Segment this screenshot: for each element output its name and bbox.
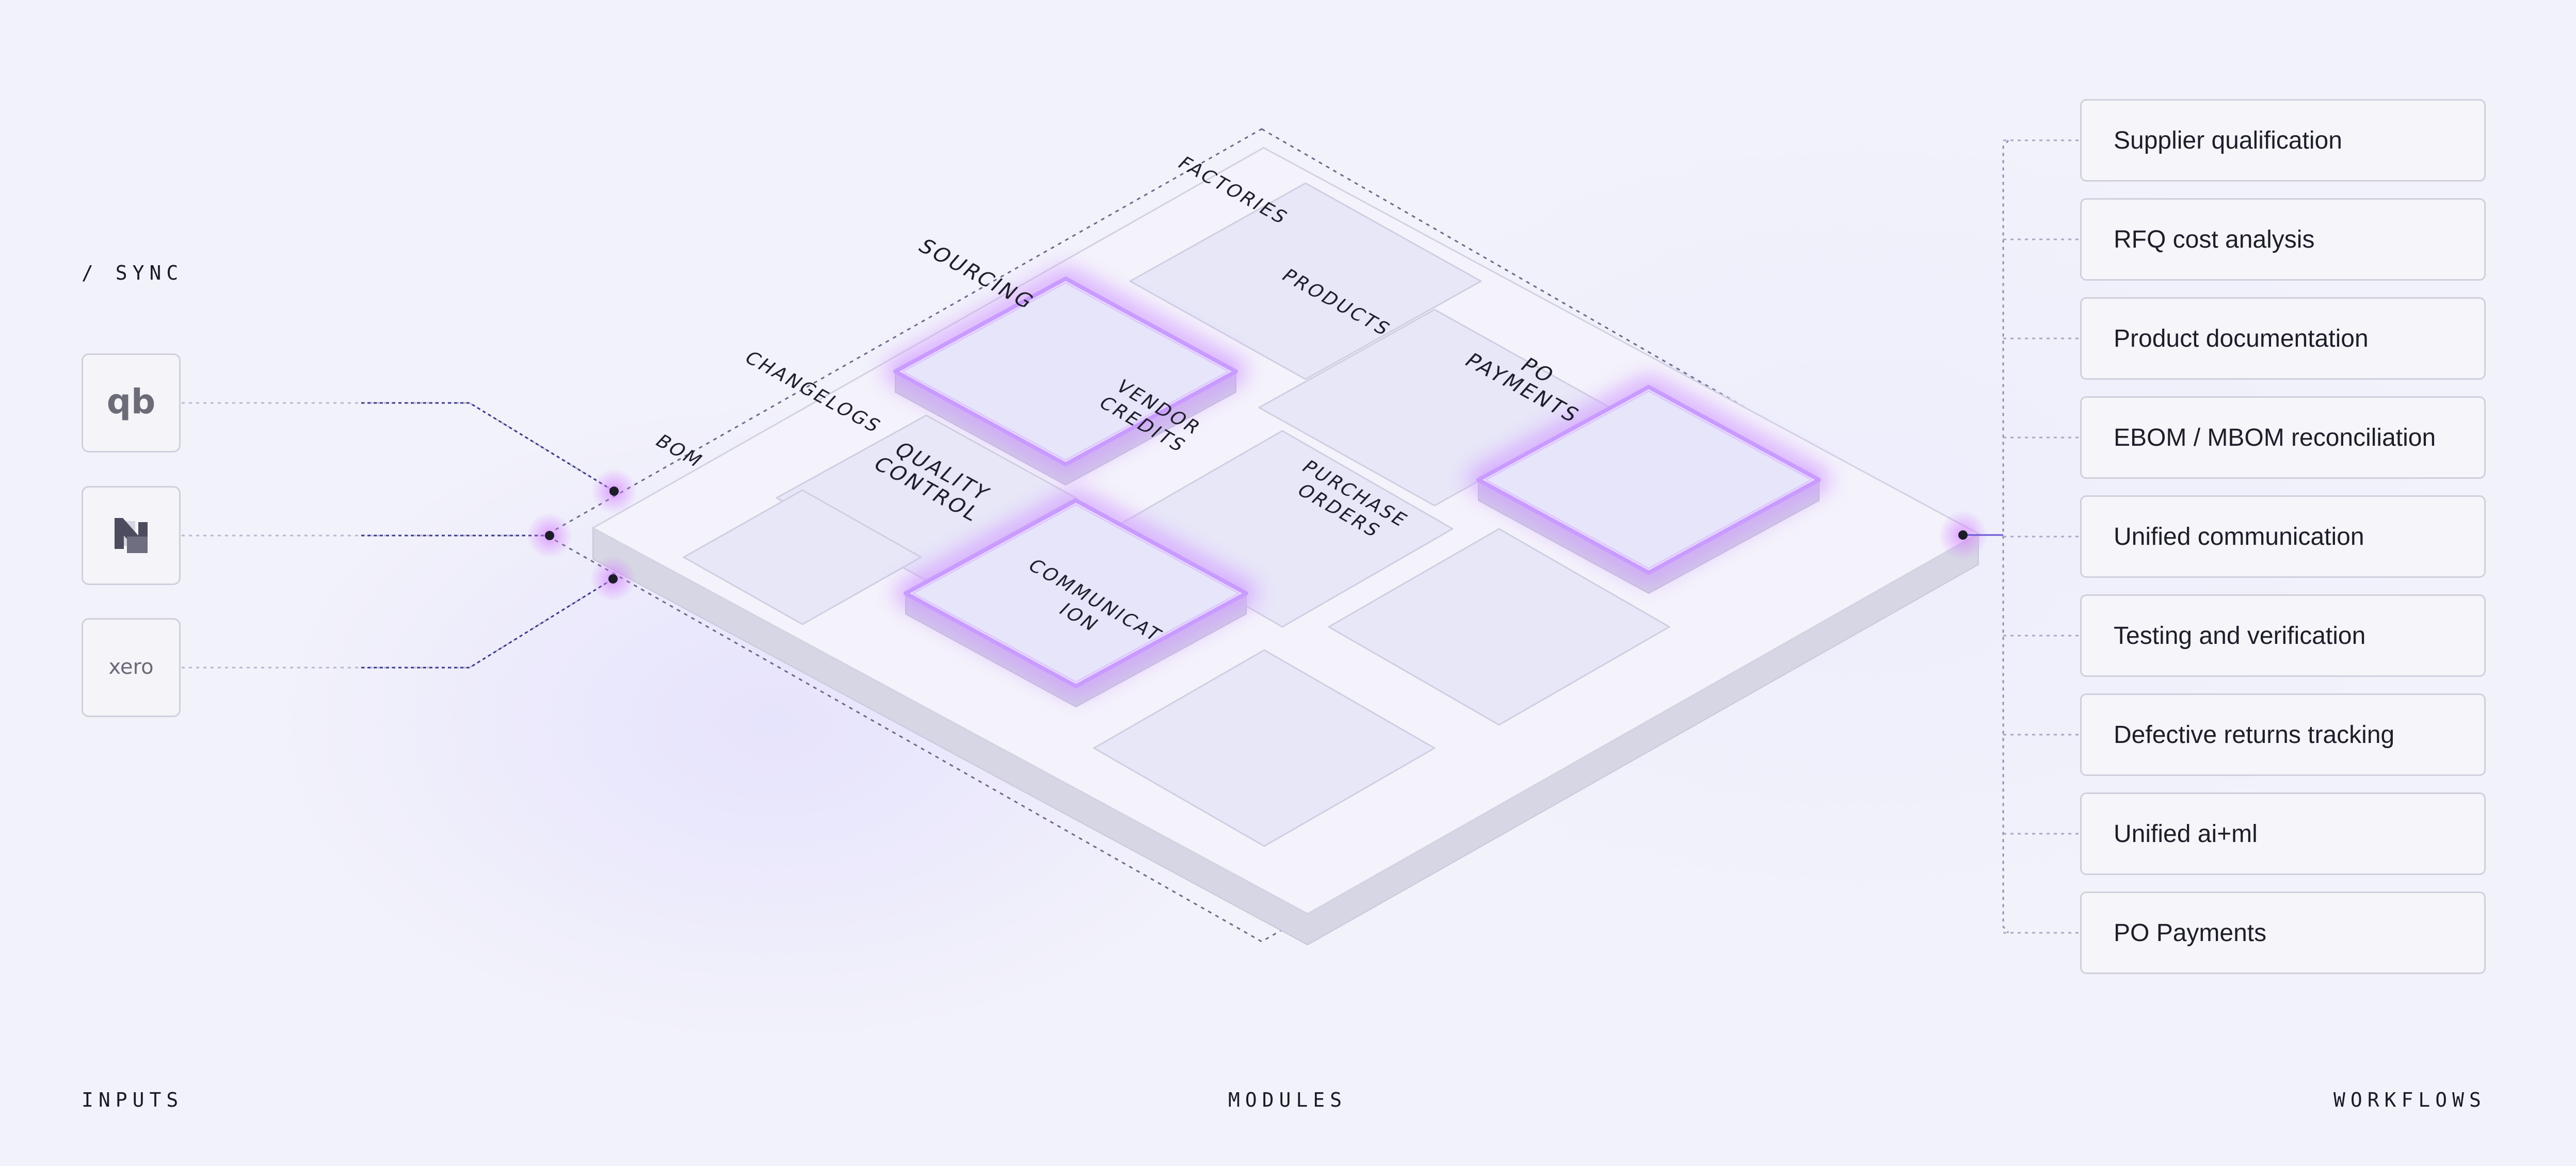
netsuite-input[interactable]: N <box>82 486 181 585</box>
workflow-item[interactable]: Testing and verification <box>2080 594 2486 677</box>
connector-node <box>608 574 618 584</box>
inputs-label: INPUTS <box>82 1089 184 1111</box>
workflow-item[interactable]: EBOM / MBOM reconciliation <box>2080 396 2486 479</box>
xero-input[interactable]: xero <box>82 618 181 717</box>
module-label: SOURCING <box>913 234 1040 313</box>
svg-text:qb: qb <box>107 382 156 422</box>
workflow-item[interactable]: Product documentation <box>2080 297 2486 380</box>
netsuite-logo-icon: N <box>115 518 148 553</box>
connectors <box>182 139 2080 934</box>
module-label: BOM <box>651 431 709 472</box>
connector-node <box>609 487 619 496</box>
connector-node <box>545 531 554 540</box>
input-connector <box>182 578 614 669</box>
input-connector <box>182 402 615 492</box>
input-connector-active <box>361 402 615 492</box>
workflow-item[interactable]: PO Payments <box>2080 892 2486 974</box>
xero-logo-icon: xero <box>108 655 153 679</box>
workflow-item[interactable]: Unified communication <box>2080 495 2486 578</box>
workflow-item[interactable]: Unified ai+ml <box>2080 792 2486 875</box>
workflows-label: WORKFLOWS <box>2333 1089 2486 1111</box>
workflow-item[interactable]: Supplier qualification <box>2080 99 2486 182</box>
quickbooks-logo-icon: qb <box>107 382 156 422</box>
quickbooks-input[interactable]: qb <box>82 353 181 452</box>
workflow-item[interactable]: Defective returns tracking <box>2080 693 2486 776</box>
connector-node <box>1958 530 1968 540</box>
input-connector-active <box>361 578 614 669</box>
svg-text:xero: xero <box>108 655 153 679</box>
sync-label: / SYNC <box>82 262 184 284</box>
workflow-item[interactable]: RFQ cost analysis <box>2080 198 2486 281</box>
tile-quality-control[interactable]: QUALITYCONTROL <box>868 434 1257 708</box>
modules-label: MODULES <box>1228 1089 1347 1111</box>
